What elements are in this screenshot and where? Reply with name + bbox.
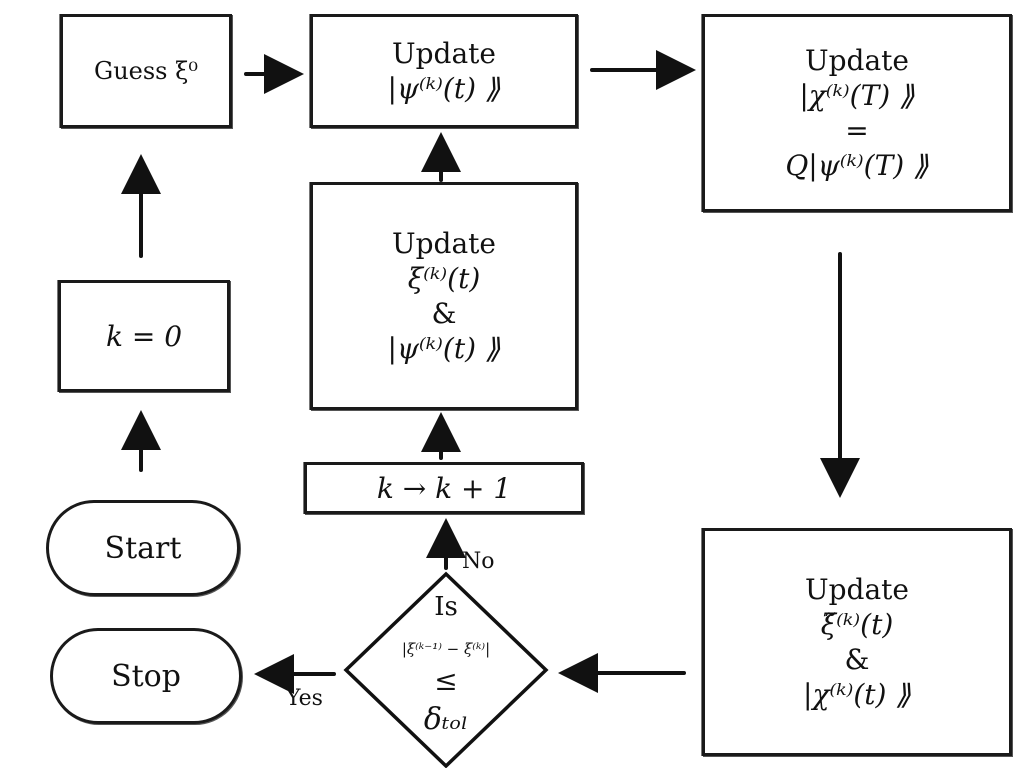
stop-label: Stop xyxy=(111,658,181,694)
increment-box: k → k + 1 xyxy=(304,462,584,514)
update-xi-psi-box: Update ξ⁽ᵏ⁾(t) & |ψ⁽ᵏ⁾(t) ⟫ xyxy=(310,182,578,410)
update-xi-psi-amp: & xyxy=(431,297,457,330)
stop-terminal: Stop xyxy=(50,628,242,724)
update-psi-title: Update xyxy=(392,37,496,70)
update-chi-t-expr: |χ⁽ᵏ⁾(T) ⟫ xyxy=(799,79,915,112)
update-xi-psi-xi: ξ⁽ᵏ⁾(t) xyxy=(407,262,481,295)
decision-expr: |ξ⁽ᵏ⁻¹⁾ − ξ⁽ᵏ⁾| xyxy=(401,640,491,658)
update-xi-chi-xi: ξ̃⁽ᵏ⁾(t) xyxy=(820,608,894,641)
decision-leq: ≤ xyxy=(434,664,458,697)
decision-diamond xyxy=(343,571,549,768)
update-xi-psi-title: Update xyxy=(392,227,496,260)
update-xi-psi-psi: |ψ⁽ᵏ⁾(t) ⟫ xyxy=(387,332,501,365)
update-xi-chi-chi: |χ⁽ᵏ⁾(t) ⟫ xyxy=(803,678,911,711)
update-psi-box: Update |ψ⁽ᵏ⁾(t) ⟫ xyxy=(310,14,578,128)
update-psi-expr: |ψ⁽ᵏ⁾(t) ⟫ xyxy=(387,72,501,105)
start-terminal: Start xyxy=(46,500,240,596)
update-chi-t-box: Update |χ⁽ᵏ⁾(T) ⟫ = Q|ψ⁽ᵏ⁾(T) ⟫ xyxy=(702,14,1012,212)
update-chi-t-equals: = xyxy=(845,114,869,147)
decision-tolerance: δₜₒₗ xyxy=(423,702,469,737)
increment-label: k → k + 1 xyxy=(376,471,512,505)
update-chi-t-rhs: Q|ψ⁽ᵏ⁾(T) ⟫ xyxy=(785,149,929,182)
update-xi-chi-title: Update xyxy=(805,573,909,606)
no-label: No xyxy=(462,549,495,574)
guess-label: Guess ξ⁰ xyxy=(94,57,198,85)
k-init-box: k = 0 xyxy=(58,280,230,392)
update-xi-chi-box: Update ξ̃⁽ᵏ⁾(t) & |χ⁽ᵏ⁾(t) ⟫ xyxy=(702,528,1012,756)
guess-box: Guess ξ⁰ xyxy=(60,14,232,128)
start-label: Start xyxy=(104,530,182,566)
k-init-label: k = 0 xyxy=(105,319,183,353)
update-xi-chi-amp: & xyxy=(844,643,870,676)
decision-is: Is xyxy=(434,592,458,622)
update-chi-t-title: Update xyxy=(805,44,909,77)
yes-label: Yes xyxy=(286,686,323,711)
